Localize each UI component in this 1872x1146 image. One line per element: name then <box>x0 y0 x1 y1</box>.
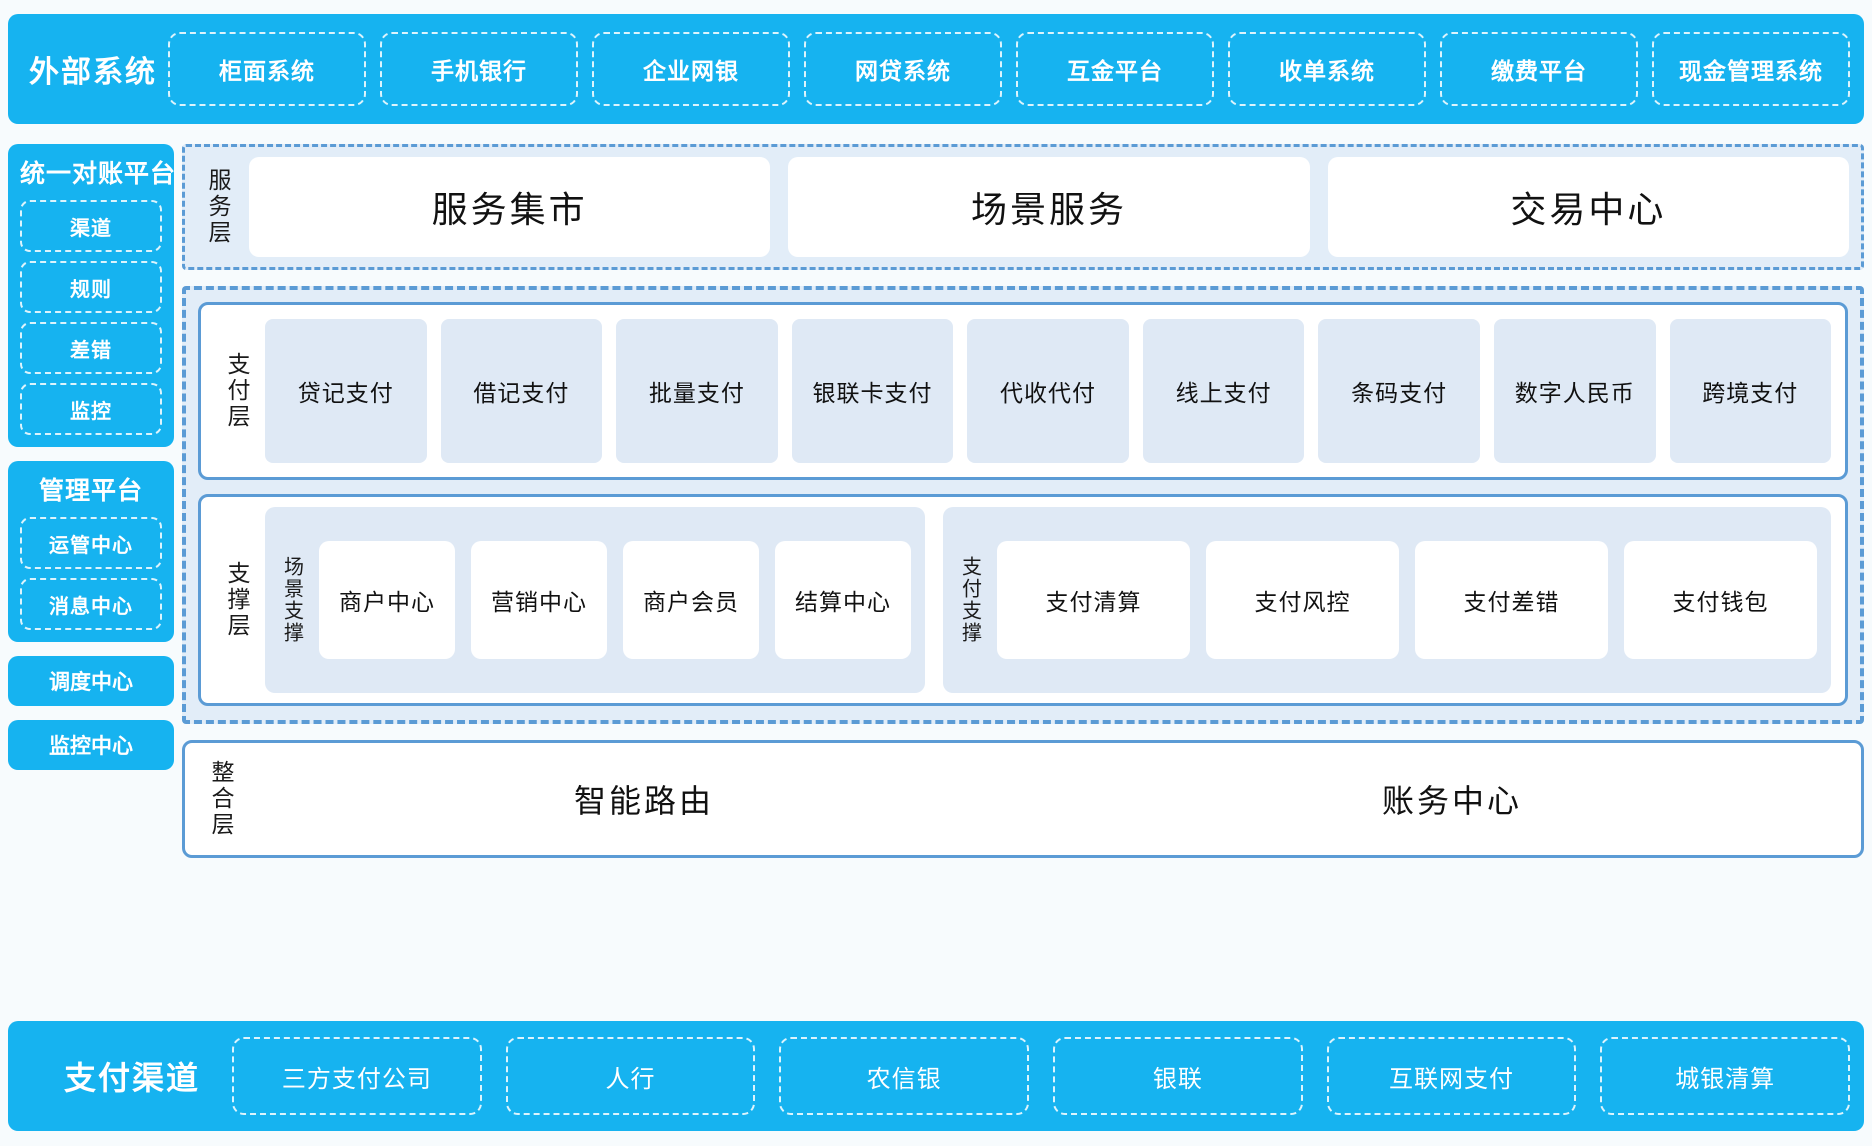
sidebar-item-scheduling-center[interactable]: 调度中心 <box>8 656 174 706</box>
payment-card-debit[interactable]: 借记支付 <box>440 319 603 463</box>
payment-channel-chip[interactable]: 农信银 <box>779 1037 1030 1115</box>
payment-channel-chip[interactable]: 三方支付公司 <box>232 1037 482 1115</box>
external-system-chip[interactable]: 互金平台 <box>1016 32 1214 106</box>
external-system-chip[interactable]: 收单系统 <box>1228 32 1426 106</box>
payment-layer-label: 支付层 <box>224 352 250 430</box>
payment-channel-title: 支付渠道 <box>63 1060 200 1096</box>
manage-item-operations[interactable]: 运管中心 <box>20 517 162 569</box>
external-system-chip[interactable]: 柜面系统 <box>168 32 366 106</box>
support-card-merchant-member[interactable]: 商户会员 <box>623 541 759 659</box>
payment-card-unionpay[interactable]: 银联卡支付 <box>791 319 954 463</box>
service-card-marketplace[interactable]: 服务集市 <box>249 157 771 257</box>
external-systems-title: 外部系统 <box>29 56 157 89</box>
external-system-chip[interactable]: 现金管理系统 <box>1652 32 1850 106</box>
payment-channel-chip[interactable]: 互联网支付 <box>1326 1037 1577 1115</box>
manage-item-message[interactable]: 消息中心 <box>20 578 162 630</box>
payment-card-online[interactable]: 线上支付 <box>1142 319 1305 463</box>
support-group-payment-items: 支付清算 支付风控 支付差错 支付钱包 <box>997 541 1817 659</box>
recon-item-error[interactable]: 差错 <box>20 322 162 374</box>
payment-layer: 支付层 贷记支付 借记支付 批量支付 银联卡支付 代收代付 线上支付 条码支付 … <box>198 302 1848 480</box>
management-platform-panel: 管理平台 运管中心 消息中心 <box>8 461 174 642</box>
payment-channel-chip[interactable]: 银联 <box>1053 1037 1303 1115</box>
support-group-payment-label: 支付支撑 <box>958 556 981 644</box>
external-systems-list: 柜面系统 手机银行 企业网银 网贷系统 互金平台 收单系统 缴费平台 现金管理系… <box>168 32 1850 106</box>
service-layer-items: 服务集市 场景服务 交易中心 <box>249 157 1849 257</box>
integration-layer-items: 智能路由 账务中心 <box>249 753 1847 845</box>
main-column: 服务层 服务集市 场景服务 交易中心 支付层 贷记支付 借记支付 批量支付 银联… <box>182 144 1864 858</box>
payment-card-digital-rmb[interactable]: 数字人民币 <box>1493 319 1656 463</box>
payment-layer-items: 贷记支付 借记支付 批量支付 银联卡支付 代收代付 线上支付 条码支付 数字人民… <box>265 315 1832 467</box>
external-systems-bar: 外部系统 柜面系统 手机银行 企业网银 网贷系统 互金平台 收单系统 缴费平台 … <box>8 14 1864 124</box>
sidebar-item-monitoring-center[interactable]: 监控中心 <box>8 720 174 770</box>
support-group-scenario: 场景支撑 商户中心 营销中心 商户会员 结算中心 <box>265 507 925 693</box>
integration-card-accounting-center[interactable]: 账务中心 <box>1057 753 1847 845</box>
payment-channel-bar: 支付渠道 三方支付公司 人行 农信银 银联 互联网支付 城银清算 <box>8 1021 1864 1131</box>
support-card-settlement-center[interactable]: 结算中心 <box>775 541 911 659</box>
support-card-payment-error[interactable]: 支付差错 <box>1415 541 1608 659</box>
recon-item-rule[interactable]: 规则 <box>20 261 162 313</box>
payment-card-collection[interactable]: 代收代付 <box>967 319 1129 463</box>
payment-channel-chip[interactable]: 城银清算 <box>1600 1037 1851 1115</box>
support-layer-groups: 场景支撑 商户中心 营销中心 商户会员 结算中心 支付支撑 支付清算 支付风控 <box>265 507 1831 693</box>
service-card-transaction[interactable]: 交易中心 <box>1327 157 1849 257</box>
payment-channel-chip[interactable]: 人行 <box>505 1037 756 1115</box>
support-card-payment-clearing[interactable]: 支付清算 <box>997 541 1190 659</box>
payment-card-credit[interactable]: 贷记支付 <box>265 319 427 463</box>
management-platform-title: 管理平台 <box>38 477 143 505</box>
payment-support-group: 支付层 贷记支付 借记支付 批量支付 银联卡支付 代收代付 线上支付 条码支付 … <box>182 286 1864 724</box>
integration-layer: 整合层 智能路由 账务中心 <box>182 740 1864 858</box>
integration-card-smart-routing[interactable]: 智能路由 <box>249 753 1039 845</box>
support-layer-label: 支撑层 <box>224 561 250 639</box>
service-layer: 服务层 服务集市 场景服务 交易中心 <box>182 144 1864 270</box>
support-group-scenario-label: 场景支撑 <box>280 556 303 644</box>
support-group-scenario-items: 商户中心 营销中心 商户会员 结算中心 <box>319 541 911 659</box>
support-card-marketing-center[interactable]: 营销中心 <box>471 541 607 659</box>
support-card-payment-risk[interactable]: 支付风控 <box>1206 541 1399 659</box>
reconciliation-platform-panel: 统一对账平台 渠道 规则 差错 监控 <box>8 144 177 447</box>
support-card-payment-wallet[interactable]: 支付钱包 <box>1624 541 1817 659</box>
support-group-payment: 支付支撑 支付清算 支付风控 支付差错 支付钱包 <box>943 507 1831 693</box>
left-sidebar: 统一对账平台 渠道 规则 差错 监控 管理平台 运管中心 消息中心 调度中心 监… <box>8 144 177 784</box>
payment-card-barcode[interactable]: 条码支付 <box>1318 319 1480 463</box>
payment-card-cross-border[interactable]: 跨境支付 <box>1669 319 1832 463</box>
service-layer-label: 服务层 <box>205 168 231 246</box>
recon-item-monitor[interactable]: 监控 <box>20 383 162 435</box>
payment-card-batch[interactable]: 批量支付 <box>616 319 778 463</box>
external-system-chip[interactable]: 企业网银 <box>592 32 790 106</box>
support-card-merchant-center[interactable]: 商户中心 <box>319 541 455 659</box>
service-card-scenario[interactable]: 场景服务 <box>788 157 1310 257</box>
recon-item-channel[interactable]: 渠道 <box>20 200 162 252</box>
integration-layer-label: 整合层 <box>208 760 234 838</box>
external-system-chip[interactable]: 缴费平台 <box>1440 32 1638 106</box>
support-layer: 支撑层 场景支撑 商户中心 营销中心 商户会员 结算中心 支付支撑 <box>198 494 1848 706</box>
reconciliation-platform-title: 统一对账平台 <box>20 160 177 188</box>
external-system-chip[interactable]: 网贷系统 <box>804 32 1002 106</box>
external-system-chip[interactable]: 手机银行 <box>380 32 578 106</box>
payment-channel-list: 三方支付公司 人行 农信银 银联 互联网支付 城银清算 <box>232 1037 1851 1115</box>
